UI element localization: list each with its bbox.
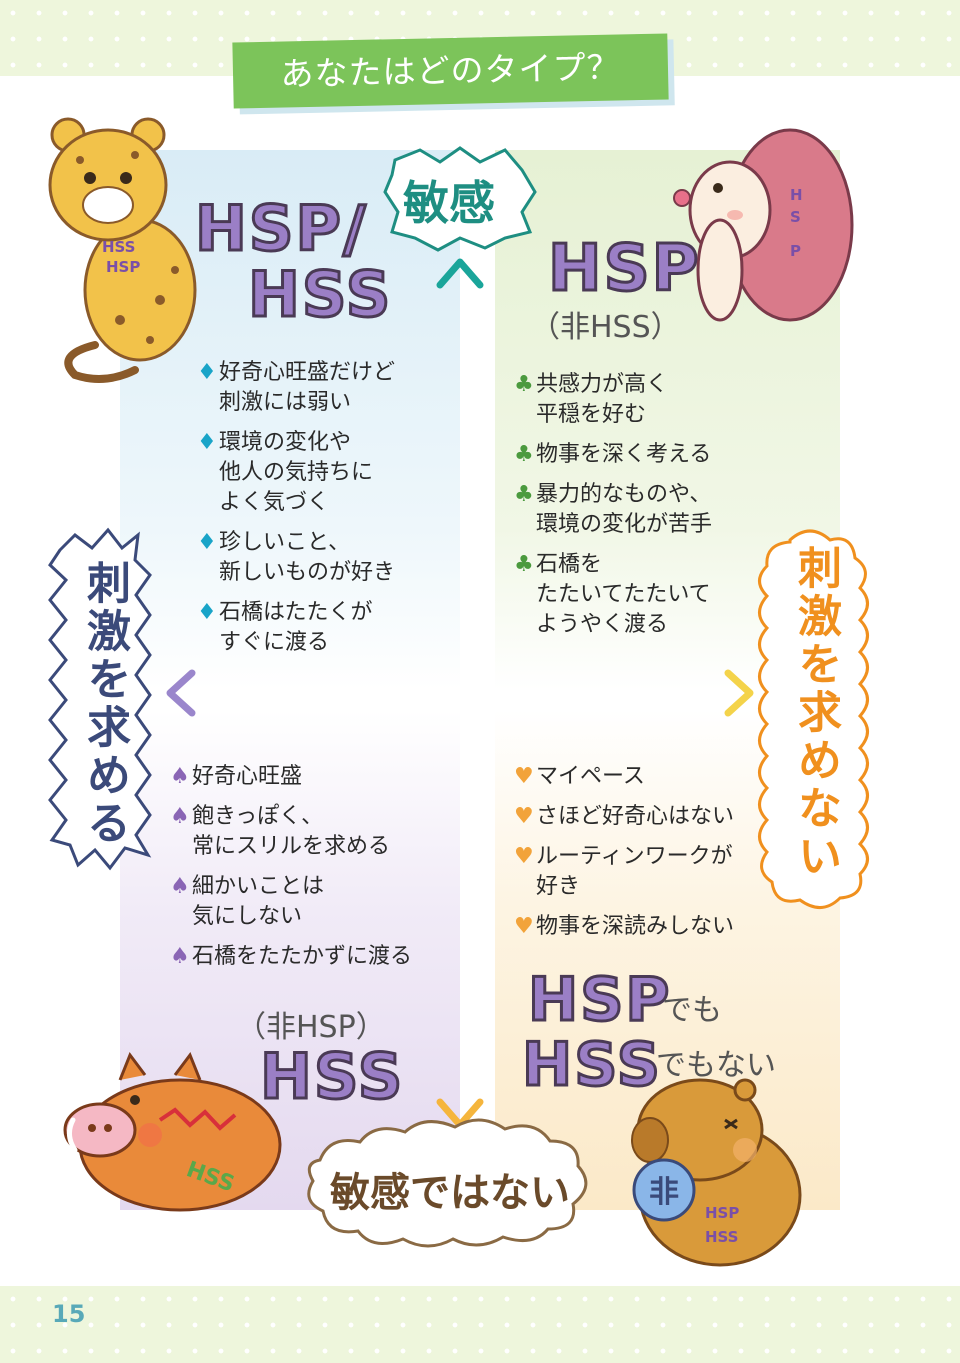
leopard-character: HSS HSP: [48, 117, 197, 383]
trait-item: ♥さほど好奇心はない: [514, 804, 735, 829]
trait-item: ♥ルーティンワークが 好き: [514, 844, 733, 899]
boar-character: HSS: [63, 1051, 282, 1212]
hedgehog-tag-p: P: [790, 242, 801, 260]
trait-item: ♥物事を深読みしない: [514, 914, 735, 939]
hedgehog-character: H S P: [673, 128, 854, 322]
trait-item: ♠石橋をたたかずに渡る: [170, 944, 413, 969]
axis-left-label: 刺激を求める: [79, 560, 130, 848]
hedgehog-tag-s: S: [790, 208, 801, 226]
capybara-badge: 非: [649, 1175, 679, 1210]
quadrant-bottom-right-label-line2: HSS: [521, 1029, 662, 1102]
trait-item: ♠細かいことは 気にしない: [170, 874, 325, 929]
quadrant-top-right-sublabel: （非HSS）: [530, 310, 681, 345]
quadrant-top-left-label-line1: HSP/: [194, 191, 368, 267]
capybara-tag-hss: HSS: [705, 1228, 739, 1246]
trait-item: ♠好奇心旺盛: [170, 764, 303, 789]
leopard-tag-hsp: HSP: [106, 258, 140, 276]
quadrant-top-left-traits: ♦好奇心旺盛だけど 刺激には弱い ♦環境の変化や 他人の気持ちに よく気づく ♦…: [197, 358, 457, 668]
left-axis-zigzag-frame: [48, 527, 152, 871]
trait-item: ♦珍しいこと、 新しいものが好き: [197, 530, 396, 585]
horizontal-axis-arrow: [166, 669, 754, 717]
trait-item: ♠飽きっぽく、 常にスリルを求める: [170, 804, 391, 859]
right-axis-scallop-frame: [758, 529, 869, 909]
bottom-dotted-band: [0, 1286, 960, 1363]
trait-item: ♣共感力が高く 平穏を好む: [514, 372, 669, 427]
leopard-tag-hss: HSS: [102, 238, 136, 256]
capybara-tag-hsp: HSP: [705, 1204, 739, 1222]
quadrant-top-left-label-line2: HSS: [246, 257, 393, 333]
trait-item: ♣暴力的なものや、 環境の変化が苦手: [514, 482, 713, 537]
quadrant-top-right-label: HSP: [547, 231, 701, 308]
quadrant-bottom-right-traits: ♥マイペース ♥さほど好奇心はない ♥ルーティンワークが 好き ♥物事を深読みし…: [514, 762, 784, 952]
trait-item: ♦環境の変化や 他人の気持ちに よく気づく: [197, 430, 374, 515]
quadrant-top-right-traits: ♣共感力が高く 平穏を好む ♣物事を深く考える ♣暴力的なものや、 環境の変化が…: [514, 370, 784, 650]
quadrant-bottom-right-suffix1: でも: [662, 993, 722, 1028]
bottom-axis-cloud-frame: [307, 1118, 588, 1248]
top-axis-burst-frame: [383, 146, 537, 252]
quadrant-bottom-left-traits: ♠好奇心旺盛 ♠飽きっぽく、 常にスリルを求める ♠細かいことは 気にしない ♠…: [170, 762, 450, 982]
quadrant-bottom-right-label-line1: HSP: [526, 964, 672, 1037]
page-number: 15: [52, 1300, 86, 1328]
trait-item: ♣物事を深く考える: [514, 442, 712, 467]
quadrant-bottom-left-label: HSS: [258, 1039, 405, 1115]
trait-item: ♦石橋はたたくが すぐに渡る: [197, 600, 373, 655]
trait-item: ♥マイペース: [514, 764, 645, 789]
axis-top-label: 敏感: [403, 176, 495, 230]
quadrant-bottom-right-suffix2: でもない: [656, 1048, 776, 1083]
hedgehog-tag-h: H: [790, 186, 803, 204]
axis-right-label: 刺激を求めない: [790, 545, 841, 881]
capybara-character: 非 HSP HSS: [631, 1078, 802, 1267]
axis-bottom-label: 敏感ではない: [330, 1170, 570, 1216]
quadrant-bottom-left-sublabel: （非HSP）: [236, 1010, 386, 1045]
trait-item: ♦好奇心旺盛だけど 刺激には弱い: [197, 360, 396, 415]
trait-item: ♣石橋を たたいてたたいて ようやく渡る: [514, 552, 711, 637]
